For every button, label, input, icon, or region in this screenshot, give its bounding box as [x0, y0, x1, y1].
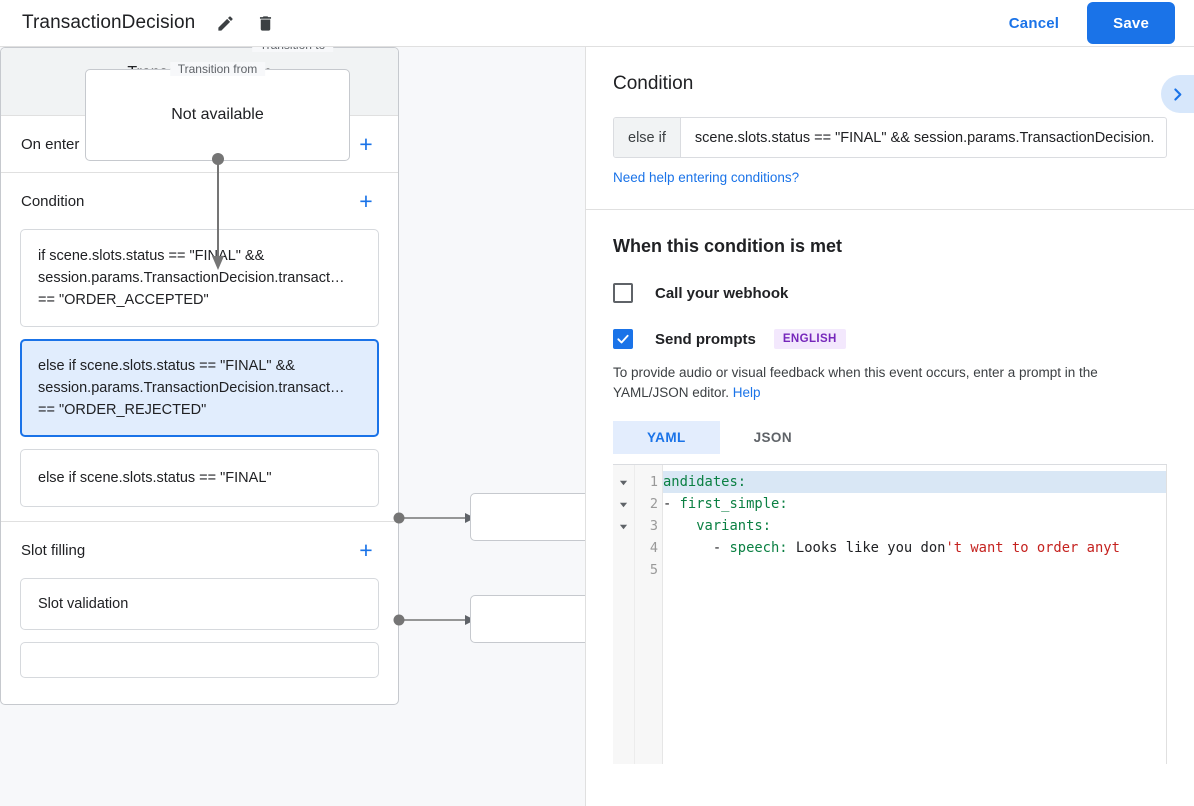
editor-line-number: 1: [649, 474, 658, 490]
webhook-row: Call your webhook: [613, 283, 1167, 303]
section-on-enter-header: On enter +: [1, 116, 398, 172]
trash-icon[interactable]: [251, 9, 279, 37]
transition-connector-arrow: [212, 153, 224, 270]
transition-from-card[interactable]: Transition from Not available: [85, 62, 350, 161]
fold-placeholder: [613, 537, 634, 559]
editor-right-rule: [1166, 465, 1167, 764]
editor-line-number: 5: [649, 562, 658, 578]
chevron-down-icon[interactable]: [613, 515, 634, 537]
transition-from-legend: Transition from: [169, 62, 266, 76]
condition-card[interactable]: else if scene.slots.status == "FINAL": [20, 449, 379, 507]
condition-input-row: else if: [613, 117, 1167, 158]
transition-from-value: Not available: [171, 106, 264, 123]
section-title: On enter: [21, 135, 80, 153]
section-on-enter: On enter +: [1, 116, 398, 173]
condition-list: if scene.slots.status == "FINAL" && sess…: [1, 229, 398, 521]
yaml-code-editor[interactable]: 1 2 3 4 5 andidates: - first_simple: variants…: [613, 464, 1167, 764]
condition-prefix-label: else if: [614, 118, 681, 157]
condition-card-selected[interactable]: else if scene.slots.status == "FINAL" &&…: [20, 339, 379, 437]
fold-placeholder: [613, 559, 634, 581]
detail-body: When this condition is met Call your web…: [586, 210, 1194, 764]
editor-code-line: andidates:: [663, 471, 1167, 493]
editor-line-number: 4: [649, 540, 658, 556]
condition-expression-input[interactable]: [680, 118, 1166, 157]
target-node-card[interactable]: [470, 595, 585, 643]
section-title: Slot filling: [21, 541, 86, 559]
edge-condition-2: [393, 614, 475, 626]
chevron-down-icon[interactable]: [613, 471, 634, 493]
main-area: Transition from Not available Transition…: [0, 47, 1194, 806]
section-title: Condition: [21, 192, 85, 210]
editor-format-tabs: YAML JSON: [613, 421, 1167, 454]
tab-json[interactable]: JSON: [720, 421, 826, 454]
send-prompts-row: Send prompts ENGLISH: [613, 329, 1167, 349]
save-button[interactable]: Save: [1087, 2, 1175, 44]
editor-code-line: [663, 559, 1167, 581]
language-badge: ENGLISH: [773, 329, 846, 349]
section-condition-header: Condition +: [1, 173, 398, 229]
cancel-button[interactable]: Cancel: [995, 7, 1073, 40]
section-slot-filling-header: Slot filling +: [1, 522, 398, 578]
detail-title: Condition: [613, 73, 694, 94]
tab-yaml[interactable]: YAML: [613, 421, 720, 454]
add-slot-filling-button[interactable]: +: [359, 536, 373, 563]
editor-code-line: - speech: Looks like you don't want to o…: [663, 540, 1120, 556]
editor-code-area[interactable]: andidates: - first_simple: variants: - sp…: [663, 465, 1167, 764]
target-node-card[interactable]: [470, 493, 585, 541]
editor-line-number: 2: [649, 496, 658, 512]
slot-filling-list: Slot validation: [1, 578, 398, 704]
condition-detail-pane: Condition else if Need help entering con…: [585, 47, 1194, 806]
page-title: TransactionDecision: [22, 12, 196, 33]
editor-fold-column: [613, 465, 635, 764]
send-prompts-checkbox[interactable]: [613, 329, 633, 349]
prompts-help-link[interactable]: Help: [732, 385, 761, 400]
section-condition: Condition + if scene.slots.status == "FI…: [1, 173, 398, 522]
scene-graph-pane: Transition from Not available Transition…: [0, 47, 585, 806]
pencil-icon[interactable]: [211, 9, 239, 37]
detail-header-block: Condition else if Need help entering con…: [586, 47, 1194, 210]
edge-condition-1: [393, 512, 475, 524]
prompts-hint-text: To provide audio or visual feedback when…: [613, 363, 1167, 403]
call-your-webhook-label: Call your webhook: [655, 284, 789, 302]
prompts-hint-copy: To provide audio or visual feedback when…: [613, 365, 1098, 400]
transition-to-legend: Transition to: [251, 47, 334, 52]
title-actions: [211, 9, 279, 37]
slot-filling-card-partial[interactable]: [20, 642, 379, 678]
chevron-right-icon[interactable]: [1161, 75, 1194, 113]
add-on-enter-button[interactable]: +: [359, 130, 373, 157]
editor-line-number: 3: [649, 518, 658, 534]
slot-validation-card[interactable]: Slot validation: [20, 578, 379, 630]
section-slot-filling: Slot filling + Slot validation: [1, 522, 398, 704]
send-prompts-label: Send prompts: [655, 330, 756, 348]
when-condition-met-heading: When this condition is met: [613, 236, 842, 256]
chevron-down-icon[interactable]: [613, 493, 634, 515]
editor-code-line: variants:: [696, 518, 771, 534]
call-your-webhook-checkbox[interactable]: [613, 283, 633, 303]
condition-card[interactable]: if scene.slots.status == "FINAL" && sess…: [20, 229, 379, 327]
editor-code-line: - first_simple:: [663, 496, 788, 512]
add-condition-button[interactable]: +: [359, 187, 373, 214]
top-app-bar: TransactionDecision Cancel Save: [0, 0, 1194, 47]
condition-help-link[interactable]: Need help entering conditions?: [613, 170, 800, 185]
editor-line-number-gutter: 1 2 3 4 5: [635, 465, 663, 764]
